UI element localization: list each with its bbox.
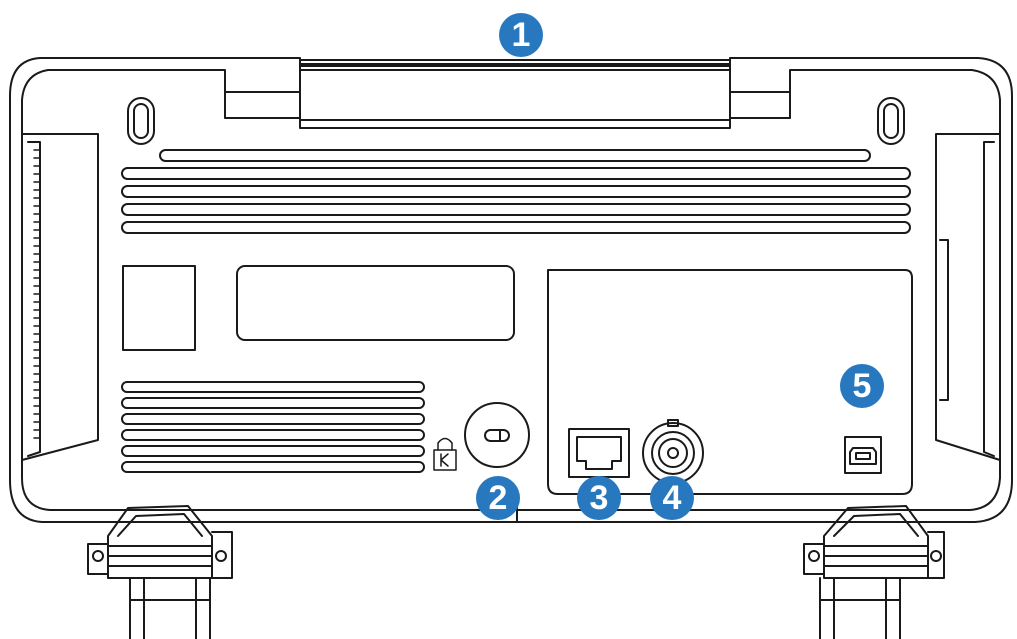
usb-device-port xyxy=(844,436,882,474)
callout-3: 3 xyxy=(577,476,621,520)
lower-vent-slots xyxy=(121,381,425,473)
chassis-outline xyxy=(9,57,1013,523)
padlock-k-icon xyxy=(433,437,457,471)
callout-4: 4 xyxy=(650,476,694,520)
upper-vent-slots xyxy=(121,149,911,234)
chassis-inner-outline xyxy=(21,69,1001,511)
left-side-panel xyxy=(21,133,99,461)
right-side-panel xyxy=(935,133,1001,461)
left-foot xyxy=(87,505,233,639)
callout-5: 5 xyxy=(840,364,884,408)
lan-port xyxy=(568,428,630,478)
io-panel xyxy=(547,269,913,495)
callout-2: 2 xyxy=(476,476,520,520)
small-label-recess xyxy=(122,265,196,351)
security-lock-hole xyxy=(464,402,530,468)
carry-handle xyxy=(224,59,791,129)
right-foot xyxy=(803,505,945,639)
callout-1: 1 xyxy=(499,13,543,57)
bnc-connector xyxy=(642,419,704,484)
left-mount-slot xyxy=(127,97,155,145)
right-mount-slot xyxy=(877,97,905,145)
wide-label-recess xyxy=(236,265,515,341)
